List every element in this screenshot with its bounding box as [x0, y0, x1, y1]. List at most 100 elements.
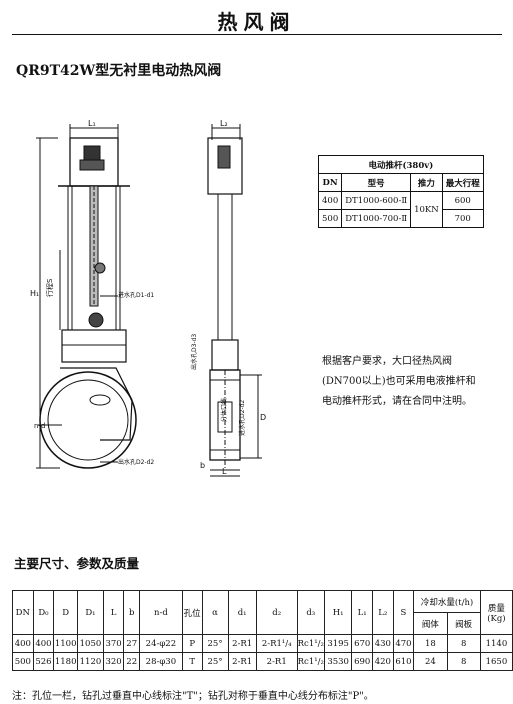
- dim-nd-label: n-d: [34, 422, 45, 430]
- motor-header-max-stroke: 最大行程: [441, 173, 484, 192]
- port-d3-label: 出水孔D3-d3: [190, 334, 198, 370]
- title-rule: [12, 34, 502, 35]
- table-row: 400 400 1100 1050 370 27 24-φ22 P 25° 2-…: [12, 634, 513, 653]
- spec-cell: P: [181, 634, 203, 653]
- spec-cell: 526: [32, 652, 55, 671]
- spec-header: L: [102, 590, 125, 635]
- dimensions-spec-table: DN D₀ D D₁ L b n-d 孔位 α d₁ d₂ d₃ H₁ L₁ L…: [12, 590, 513, 671]
- spec-header: L₂: [372, 590, 394, 635]
- spec-header: d₂: [255, 590, 298, 635]
- port-d2-label: 出水孔D2-d2: [118, 458, 154, 466]
- dim-l-label: L: [222, 467, 227, 476]
- spec-cell: 1140: [479, 634, 513, 653]
- spec-cell: 2-R1: [255, 652, 298, 671]
- motor-header-model: 型号: [341, 173, 412, 192]
- spec-cell: 690: [351, 652, 373, 671]
- spec-cell: 25°: [201, 634, 229, 653]
- spec-cell: 320: [102, 652, 125, 671]
- port-side-label: 进水孔D2-d2: [238, 400, 246, 436]
- dim-d-label: D: [260, 413, 266, 422]
- spec-header: b: [123, 590, 140, 635]
- spec-cell: 8: [446, 634, 481, 653]
- spec-cell: 3530: [323, 652, 353, 671]
- spec-header: DN: [12, 590, 34, 635]
- motor-spec-table: 电动推杆(380v) DN 型号 推力 最大行程 400 DT1000-600-…: [317, 155, 484, 228]
- table-row: 500 526 1180 1120 320 22 28-φ30 T 25° 2-…: [12, 652, 513, 671]
- footnote: 注：孔位一栏，钻孔过垂直中心线标注"T"；钻孔对称于垂直中心线分布标注"P"。: [12, 691, 374, 702]
- spec-cell: 1650: [479, 652, 513, 671]
- motor-cell: DT1000-600-Ⅱ: [341, 191, 412, 210]
- side-view-drawing: L₂ 出水孔D3-d3 分体口线 进水孔D2-d2 D b L: [190, 119, 266, 477]
- motor-cell: DT1000-700-Ⅱ: [341, 209, 412, 228]
- spec-header: D₁: [77, 590, 104, 635]
- motor-table-title: 电动推杆(380v): [318, 155, 484, 174]
- front-view-drawing: L₁ H₁ 行程S n-d 进水孔D1: [30, 119, 154, 469]
- motor-cell: 500: [317, 209, 343, 228]
- customer-note: 根据客户要求，大口径热风阀 (DN700以上)也可采用电液推杆和 电动推杆形式，…: [322, 352, 502, 412]
- spec-cell: 27: [123, 634, 140, 653]
- weight-label-line2: (Kg): [487, 613, 506, 624]
- spec-cell: 1180: [53, 652, 79, 671]
- spec-cell: 670: [351, 634, 373, 653]
- spec-cell: 24-φ22: [139, 634, 183, 653]
- spec-cell: 400: [32, 634, 55, 653]
- page-title: 热风阀: [217, 10, 296, 34]
- spec-cell: 2-R1: [227, 652, 257, 671]
- spec-header: d₃: [296, 590, 325, 635]
- spec-subheader: 阀体: [413, 612, 448, 635]
- spec-cell: 22: [123, 652, 140, 671]
- spec-header: H₁: [323, 590, 353, 635]
- weight-label-line1: 质量: [487, 603, 505, 614]
- dim-l2-label: L₂: [220, 119, 228, 128]
- spec-cell: Rc1¹/₂: [296, 652, 325, 671]
- motor-cell: 400: [317, 191, 343, 210]
- motor-header-thrust: 推力: [410, 173, 443, 192]
- spec-header: D: [53, 590, 79, 635]
- spec-header-weight: 质量 (Kg): [479, 590, 513, 635]
- spec-cell: 430: [372, 634, 394, 653]
- spec-section-title: 主要尺寸、参数及质量: [14, 556, 140, 571]
- spec-header-cooling: 冷却水量(t/h): [413, 590, 481, 613]
- spec-cell: 500: [12, 652, 34, 671]
- spec-cell: 370: [102, 634, 125, 653]
- spec-cell: 610: [392, 652, 415, 671]
- spec-cell: 28-φ30: [139, 652, 183, 671]
- motor-cell: 700: [441, 209, 484, 228]
- spec-cell: 24: [413, 652, 448, 671]
- motor-header-dn: DN: [317, 173, 343, 192]
- port-d1-label: 进水孔D1-d1: [118, 291, 154, 299]
- table-row: 500 DT1000-700-Ⅱ 700: [317, 209, 484, 228]
- spec-cell: Rc1¹/₂: [296, 634, 325, 653]
- spec-cell: 400: [12, 634, 34, 653]
- dim-stroke-label: 行程S: [45, 278, 54, 297]
- spec-cell: 25°: [201, 652, 229, 671]
- note-line: 根据客户要求，大口径热风阀: [322, 356, 452, 367]
- note-line: (DN700以上)也可采用电液推杆和: [322, 376, 476, 387]
- spec-cell: 470: [392, 634, 415, 653]
- spec-cell: 420: [372, 652, 394, 671]
- spec-header: S: [392, 590, 415, 635]
- note-line: 电动推杆形式，请在合同中注明。: [322, 396, 472, 407]
- motor-cell: 600: [441, 191, 484, 210]
- spec-header: n-d: [139, 590, 183, 635]
- spec-header: D₀: [32, 590, 55, 635]
- spec-cell: 1120: [77, 652, 104, 671]
- spec-cell: 2-R1¹/₄: [255, 634, 298, 653]
- spec-cell: 8: [446, 652, 481, 671]
- dim-b-label: b: [200, 461, 205, 470]
- product-subtitle: QR9T42W型无衬里电动热风阀: [16, 63, 222, 79]
- spec-cell: 1100: [53, 634, 79, 653]
- motor-cell: 10KN: [410, 191, 443, 228]
- dim-h1-label: H₁: [30, 289, 39, 298]
- split-line-label: 分体口线: [220, 398, 228, 422]
- spec-cell: 3195: [323, 634, 353, 653]
- spec-header: 孔位: [181, 590, 203, 635]
- spec-header: L₁: [351, 590, 373, 635]
- spec-header: d₁: [227, 590, 257, 635]
- spec-header: α: [201, 590, 229, 635]
- spec-cell: 2-R1: [227, 634, 257, 653]
- technical-drawings: L₁ H₁ 行程S n-d 进水孔D1: [30, 119, 266, 477]
- spec-cell: 18: [413, 634, 448, 653]
- spec-cell: 1050: [77, 634, 104, 653]
- dim-l1-label: L₁: [88, 119, 96, 128]
